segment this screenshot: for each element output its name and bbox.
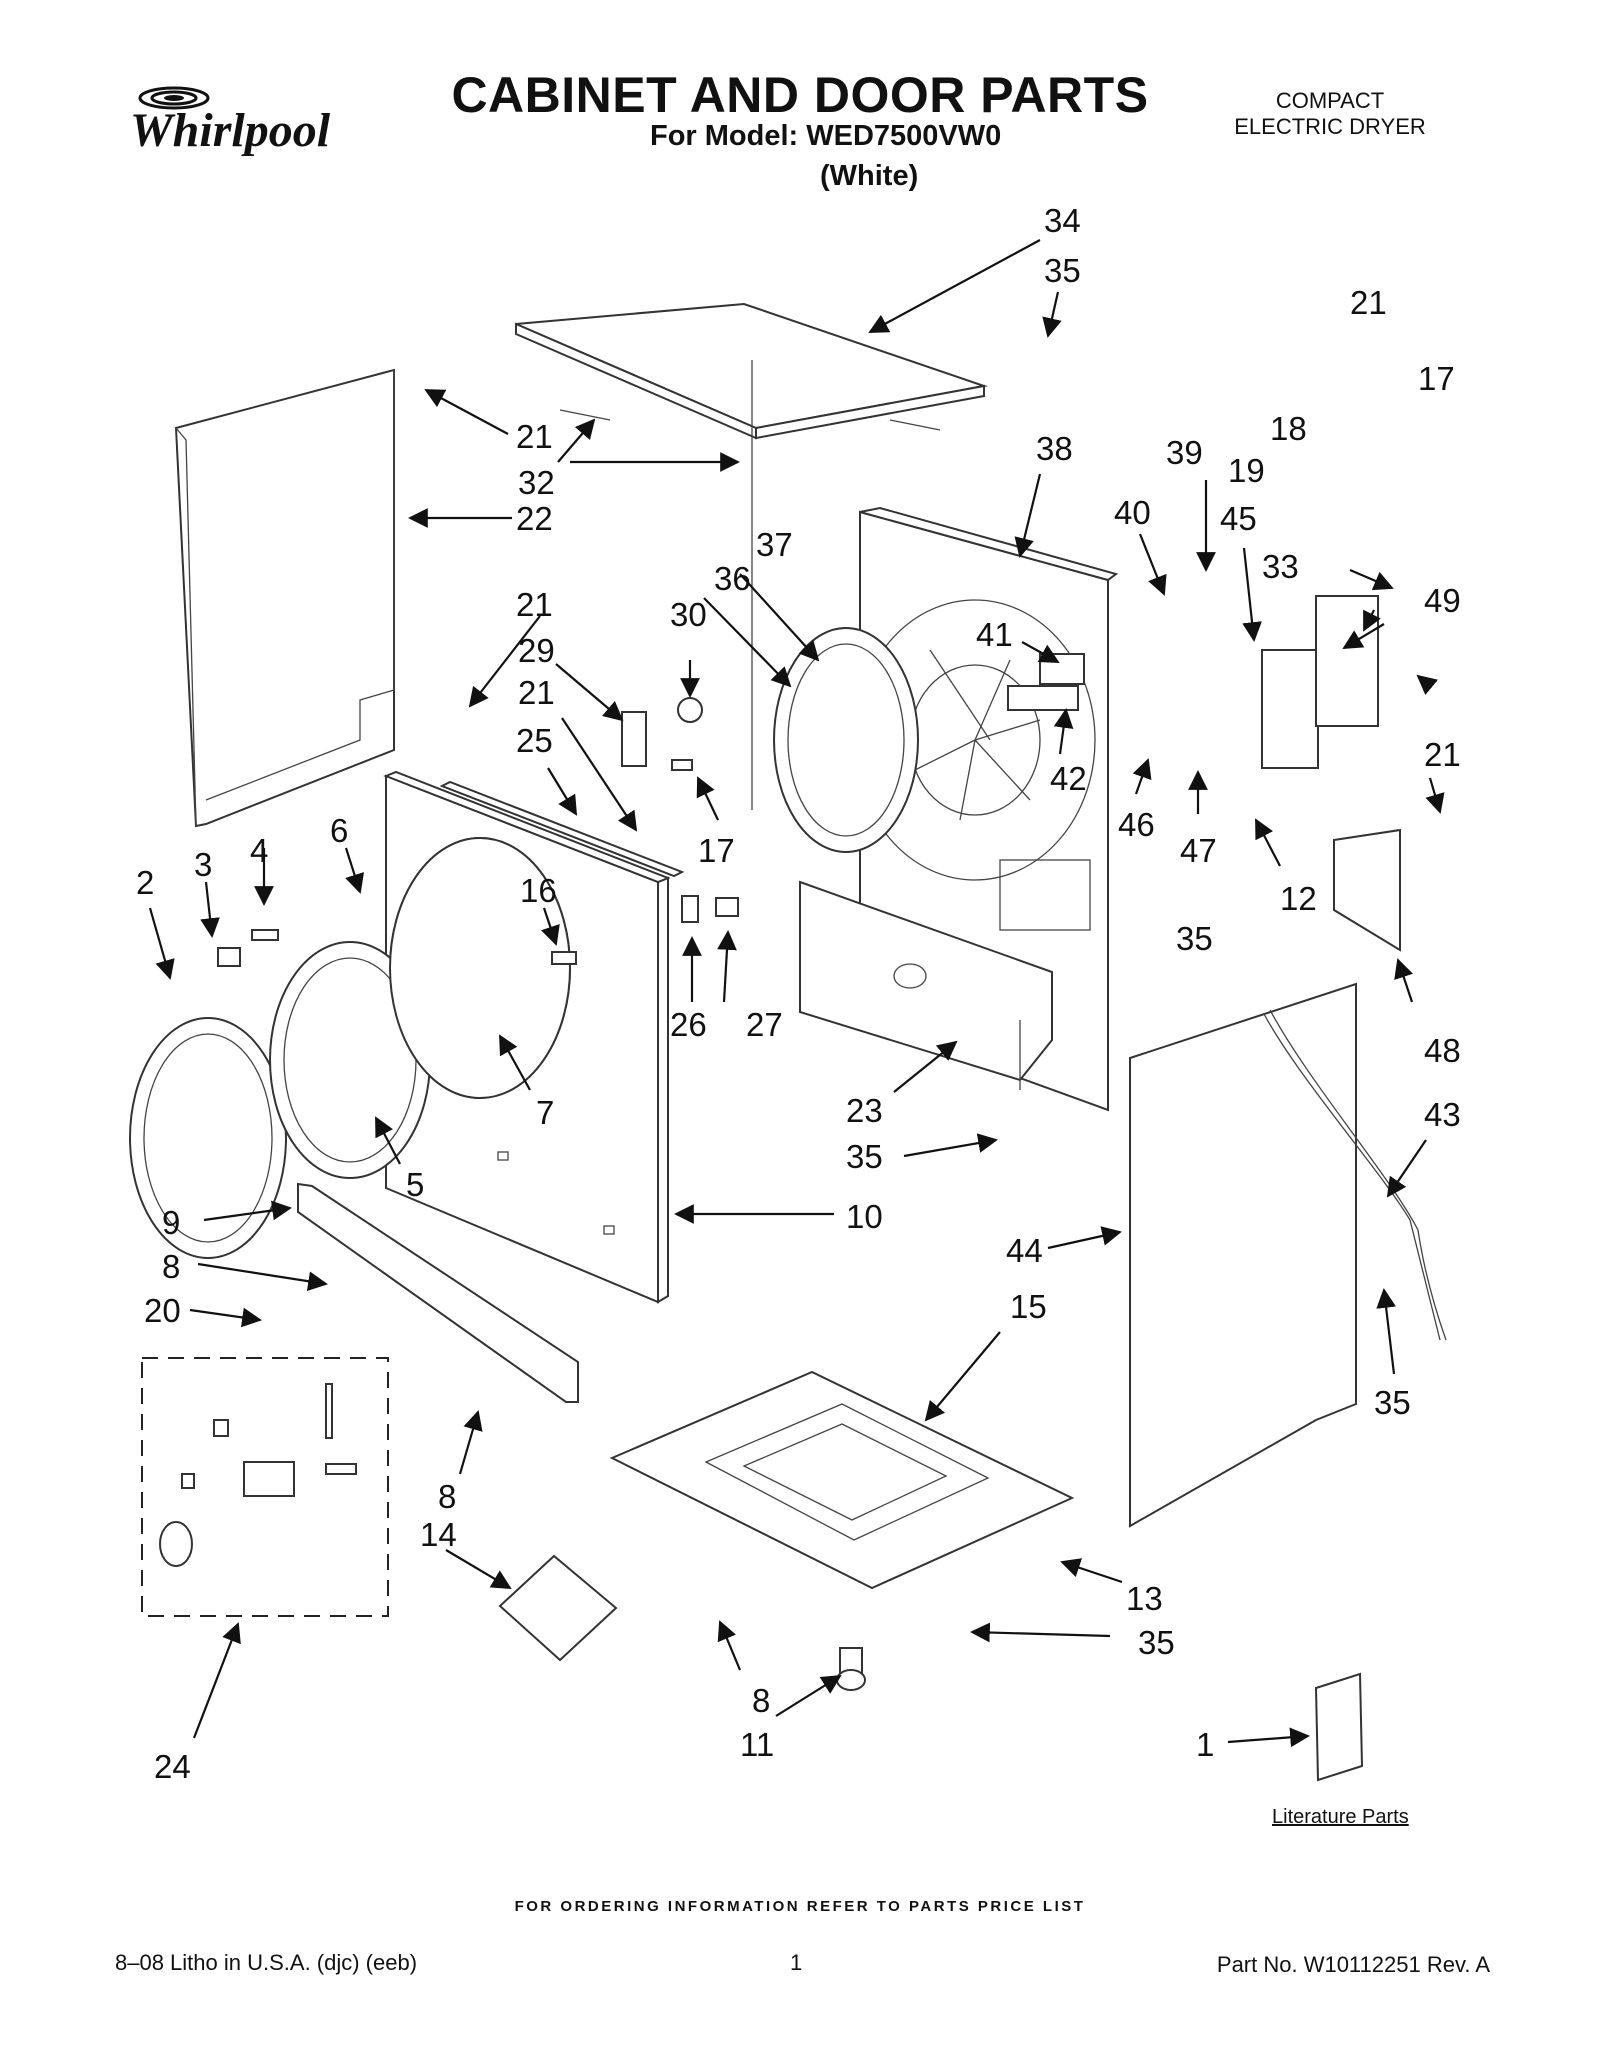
callout-40: 40 [1114,494,1151,531]
callout-6: 6 [330,812,348,849]
door-outer-ring-shape [129,1017,287,1259]
top-channel-shape [439,780,685,878]
callout-46: 46 [1118,806,1155,843]
screw-4-shape [251,929,279,941]
callout-15: 15 [1010,1288,1047,1325]
callout-17: 17 [1418,360,1455,397]
plug-30-shape [677,697,703,723]
litho-info: 8–08 Litho in U.S.A. (djc) (eeb) [115,1950,418,1975]
callout-25: 25 [516,722,553,759]
callout-42: 42 [1050,760,1087,797]
callout-35: 35 [1044,252,1081,289]
callout-2: 2 [136,864,154,901]
hinge-29-shape [621,711,647,767]
callout-4: 4 [250,832,268,869]
callout-29: 29 [518,632,555,669]
literature-parts-label: Literature Parts [1272,1806,1409,1828]
product-type: COMPACT ELECTRIC DRYER [1200,88,1460,140]
callout-30: 30 [670,596,707,633]
literature-booklet-shape [1314,1672,1364,1782]
page-number: 1 [790,1950,803,1975]
callout-8: 8 [438,1478,456,1515]
callout-35: 35 [1138,1624,1175,1661]
callout-21: 21 [1424,736,1461,773]
bracket-45-shape [1261,649,1319,769]
callout-34: 34 [1044,202,1081,239]
front-panel-top-edge-shape [383,770,671,884]
ordering-info: FOR ORDERING INFORMATION REFER TO PARTS … [514,1898,1086,1915]
callout-9: 9 [162,1204,180,1241]
whirlpool-logo: Whirlpool [130,86,331,157]
callout-17: 17 [698,832,735,869]
callout-21: 21 [518,674,555,711]
callout-38: 38 [1036,430,1073,467]
inner-door-shape [389,837,571,1099]
top-panel-right-edge-shape [755,384,985,440]
callout-48: 48 [1424,1032,1461,1069]
left-side-panel-shape [174,368,395,828]
callout-18: 18 [1270,410,1307,447]
callout-10: 10 [846,1198,883,1235]
callout-35: 35 [1176,920,1213,957]
bracket-48-shape [1333,828,1401,952]
drum-seal-ring-shape [773,627,919,853]
callout-20: 20 [144,1292,181,1329]
callout-8: 8 [752,1682,770,1719]
product-type-line-1: COMPACT [1275,88,1385,113]
color-line: (White) [820,160,919,192]
wire-harness-shape [1263,1013,1441,1341]
model-line: For Model: WED7500VW0 [650,120,1002,152]
callout-23: 23 [846,1092,883,1129]
front-panel-edge-shape [657,876,669,1304]
part-number: Part No. W10112251 Rev. A [1216,1952,1490,1977]
callout-16: 16 [520,872,557,909]
callout-21: 21 [516,586,553,623]
callout-14: 14 [420,1516,457,1553]
base-front-shape [799,880,1053,1082]
callout-21: 21 [1350,284,1387,321]
callout-26: 26 [670,1006,707,1043]
product-type-line-2: ELECTRIC DRYER [1234,114,1426,139]
page-title: CABINET AND DOOR PARTS [451,67,1149,123]
callout-13: 13 [1126,1580,1163,1617]
callout-32: 32 [518,464,555,501]
callout-12: 12 [1280,880,1317,917]
callout-8: 8 [162,1248,180,1285]
callout-35: 35 [1374,1384,1411,1421]
callout-numbers: 34 35 21 17 18 19 21 32 38 39 40 45 33 4… [136,202,1461,1785]
callout-37: 37 [756,526,793,563]
callout-7: 7 [536,1094,554,1131]
screw-16-shape [551,951,577,965]
latch-shape [217,947,241,967]
svg-text:Whirlpool: Whirlpool [130,104,331,157]
lint-tray-shape [498,1554,618,1662]
callout-33: 33 [1262,548,1299,585]
callout-27: 27 [746,1006,783,1043]
callout-3: 3 [194,846,212,883]
callout-35: 35 [846,1138,883,1175]
toe-panel-shape [297,1182,579,1403]
hinge-kit-box [141,1357,389,1617]
callout-21: 21 [516,418,553,455]
callout-24: 24 [154,1748,191,1785]
callout-36: 36 [714,560,751,597]
callout-1: 1 [1196,1726,1214,1763]
callout-43: 43 [1424,1096,1461,1133]
callout-5: 5 [406,1166,424,1203]
callout-22: 22 [516,500,553,537]
callout-19: 19 [1228,452,1265,489]
bottom-panel-shape [609,1370,1075,1590]
callout-39: 39 [1166,434,1203,471]
right-side-panel-shape [1129,982,1357,1528]
callout-45: 45 [1220,500,1257,537]
callout-49: 49 [1424,582,1461,619]
leader-lines [148,239,1445,1748]
callout-47: 47 [1180,832,1217,869]
callout-41: 41 [976,616,1013,653]
terminal-block-shape [1039,653,1085,685]
callout-11: 11 [740,1726,774,1763]
callout-44: 44 [1006,1232,1043,1269]
